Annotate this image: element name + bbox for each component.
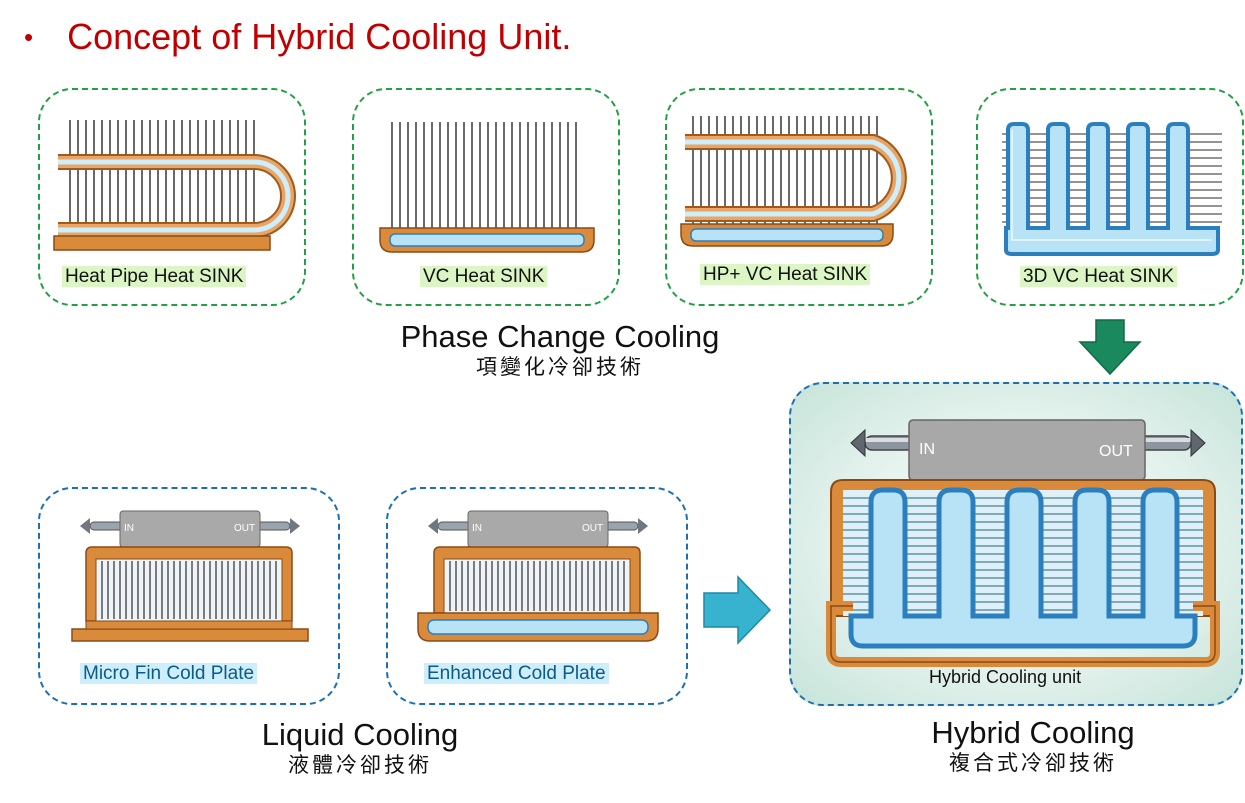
card-label: Micro Fin Cold Plate	[80, 663, 258, 684]
card-label: 3D VC Heat SINK	[1020, 266, 1177, 287]
title-bullet: •	[24, 21, 34, 52]
section-title-zh: 液體冷卻技術	[288, 753, 432, 777]
section-title-zh: 項變化冷卻技術	[476, 355, 644, 379]
card-vc-heat-sink: VC Heat SINK	[352, 88, 620, 306]
section-hybrid-cooling: Hybrid Cooling 複合式冷卻技術	[873, 716, 1193, 776]
out-label: OUT	[1099, 443, 1133, 460]
in-label: IN	[472, 523, 482, 534]
heat-pipe-heat-sink-illustration	[53, 120, 296, 251]
card-label: HP+ VC Heat SINK	[700, 264, 871, 285]
card-label: Heat Pipe Heat SINK	[62, 266, 247, 287]
card-label: VC Heat SINK	[420, 266, 548, 287]
card-label: Enhanced Cold Plate	[424, 663, 609, 684]
card-hp-vc-heat-sink: HP+ VC Heat SINK	[665, 88, 933, 306]
down-arrow-icon	[1078, 319, 1142, 376]
section-title-en: Liquid Cooling	[261, 717, 459, 752]
card-3d-vc-heat-sink: 3D VC Heat SINK	[976, 88, 1244, 306]
section-title-en: Hybrid Cooling	[931, 715, 1135, 750]
vc-heat-sink-illustration	[379, 122, 595, 253]
card-enhanced-cold-plate: IN OUT Enhanced Cold Plate	[386, 487, 688, 705]
section-title-zh: 複合式冷卻技術	[949, 751, 1117, 775]
card-hybrid-cooling-unit: IN OUT Hybrid Cooling unit	[789, 382, 1243, 706]
out-label: OUT	[582, 523, 603, 534]
enhanced-cold-plate-illustration: IN OUT	[417, 510, 659, 642]
card-label: Hybrid Cooling unit	[929, 667, 1082, 687]
title-text: Concept of Hybrid Cooling Unit.	[67, 16, 572, 57]
hybrid-cooling-unit-illustration: IN OUT	[826, 419, 1220, 667]
hp-vc-heat-sink-illustration	[680, 116, 907, 247]
micro-fin-cold-plate-illustration: IN OUT	[71, 510, 309, 642]
slide-title: • Concept of Hybrid Cooling Unit.	[24, 16, 571, 58]
3d-vc-heat-sink-illustration	[1002, 122, 1222, 256]
section-phase-change-cooling: Phase Change Cooling 項變化冷卻技術	[360, 320, 760, 380]
in-label: IN	[919, 441, 935, 458]
section-title-en: Phase Change Cooling	[400, 319, 720, 354]
card-heat-pipe-heat-sink: Heat Pipe Heat SINK	[38, 88, 306, 306]
out-label: OUT	[234, 523, 255, 534]
in-label: IN	[124, 523, 134, 534]
right-arrow-icon	[703, 575, 772, 645]
section-liquid-cooling: Liquid Cooling 液體冷卻技術	[200, 718, 520, 778]
card-micro-fin-cold-plate: IN OUT Micro Fin Cold Plate	[38, 487, 340, 705]
